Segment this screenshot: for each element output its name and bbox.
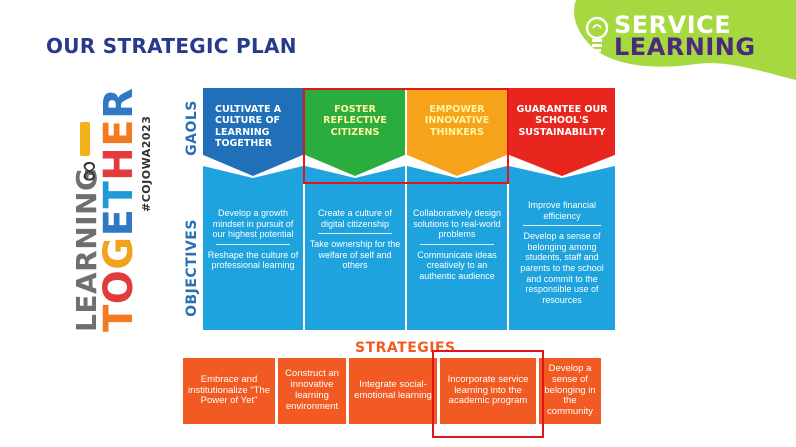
goal-header: GUARANTEE OUR SCHOOL'S SUSTAINABILITY: [509, 88, 615, 176]
plan-column-2: Create a culture of digital citizenship …: [305, 88, 405, 330]
service-learning-logo: SERVICE LEARNING: [584, 11, 756, 62]
highlight-box-goals: [303, 88, 509, 184]
together-letter: E: [96, 118, 142, 147]
together-letter: T: [96, 304, 142, 332]
objective-block: Create a culture of digital citizenship …: [305, 166, 405, 330]
strategy-box: Incorporate service learning into the ac…: [440, 358, 536, 424]
objective-block: Improve financial efficiency Develop a s…: [509, 166, 615, 330]
strategic-plan-grid: GAOLS OBJECTIVES Develop a growth mindse…: [183, 88, 619, 330]
objective-text: Reshape the culture of professional lear…: [207, 249, 299, 271]
together-letter: G: [96, 236, 142, 270]
objective-text: Communicate ideas creatively to an authe…: [417, 249, 497, 282]
together-letter: H: [96, 146, 142, 181]
objective-text: Develop a sense of belonging among stude…: [520, 231, 604, 305]
objective-text: Create a culture of digital citizenship: [317, 208, 393, 229]
objectives-side-label: OBJECTIVES: [184, 219, 201, 317]
highlight-box-strategy: [432, 350, 544, 438]
hashtag-label: #COJOWA2023: [140, 115, 153, 212]
goal-header: EMPOWER INNOVATIVE THINKERS: [407, 88, 507, 176]
goals-side-label: GAOLS: [184, 100, 201, 156]
together-letter: R: [96, 87, 142, 119]
goal-header: FOSTER REFLECTIVE CITIZENS: [305, 88, 405, 176]
objective-text: Develop a growth mindset in pursuit of o…: [212, 208, 294, 240]
lightbulb-icon: [585, 16, 609, 53]
learning-together-logo: LEARNING ∞ TOGETHER #COJOWA2023: [70, 88, 160, 332]
strategy-box: Embrace and institutionalize "The Power …: [183, 358, 275, 424]
strategy-box: Integrate social-emotional learning: [349, 358, 437, 424]
objective-block: Develop a growth mindset in pursuit of o…: [203, 166, 303, 330]
objective-text: Take ownership for the welfare of self a…: [309, 239, 401, 271]
strategy-box: Construct an innovative learning environ…: [278, 358, 346, 424]
strategies-label: STRATEGIES: [355, 340, 456, 356]
green-blob-shape: [574, 0, 796, 80]
objective-divider: [318, 233, 392, 235]
plan-column-4: Improve financial efficiency Develop a s…: [509, 88, 615, 330]
plan-column-1: Develop a growth mindset in pursuit of o…: [203, 88, 303, 330]
page-title: OUR STRATEGIC PLAN: [46, 34, 297, 58]
logo-word-together: TOGETHER: [96, 88, 142, 332]
objective-block: Collaboratively design solutions to real…: [407, 166, 507, 330]
key-icon: [80, 122, 90, 156]
together-letter: T: [96, 180, 142, 209]
objective-divider: [216, 243, 290, 245]
goal-header: CULTIVATE A CULTURE OF LEARNING TOGETHER: [203, 88, 303, 176]
together-letter: E: [96, 208, 142, 237]
objective-divider: [522, 225, 602, 227]
together-letter: O: [96, 269, 142, 305]
logo-word-service: SERVICE: [614, 11, 732, 39]
strategy-box: Develop a sense of belonging in the comm…: [539, 358, 601, 424]
logo-word-learning: LEARNING: [614, 33, 756, 62]
plan-column-3: Collaboratively design solutions to real…: [407, 88, 507, 330]
objective-divider: [420, 243, 494, 245]
objective-text: Collaboratively design solutions to real…: [412, 208, 502, 240]
objective-text: Improve financial efficiency: [527, 200, 597, 221]
